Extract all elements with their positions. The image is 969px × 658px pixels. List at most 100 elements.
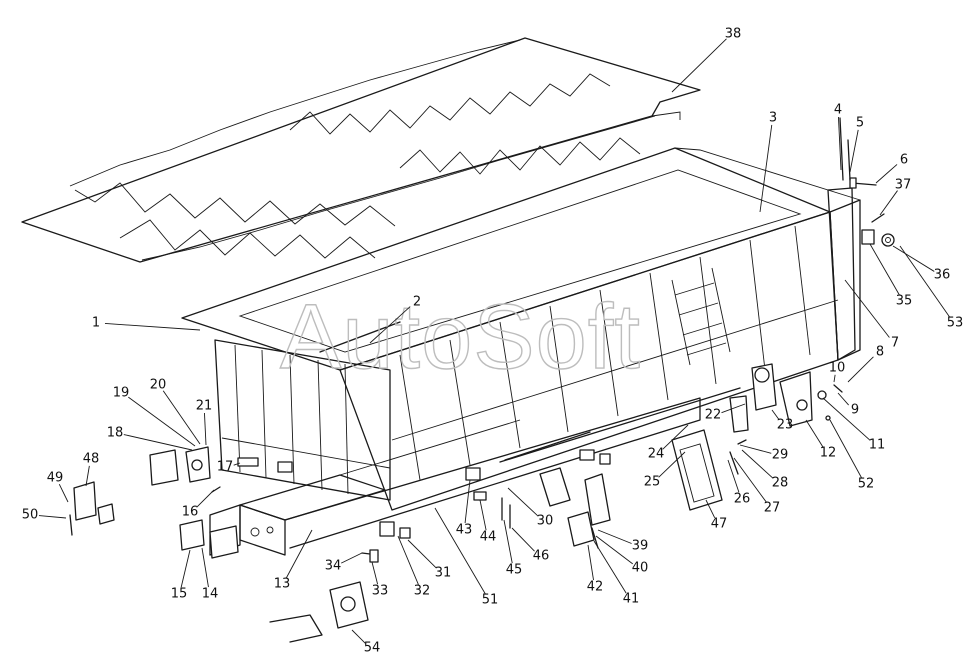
leader-line-10 xyxy=(833,374,836,383)
leader-line-40 xyxy=(595,535,633,565)
leader-line-34 xyxy=(341,552,363,564)
part-label-39: 39 xyxy=(632,539,649,554)
leader-line-6 xyxy=(875,164,898,184)
leader-line-11 xyxy=(822,397,871,441)
leader-line-25 xyxy=(658,451,686,478)
part-label-20: 20 xyxy=(150,378,167,393)
leader-line-41 xyxy=(593,540,627,594)
leader-line-48 xyxy=(85,465,90,487)
leader-line-19 xyxy=(128,396,196,447)
part-label-33: 33 xyxy=(372,584,389,599)
leader-line-28 xyxy=(741,449,774,479)
leader-line-22 xyxy=(721,403,746,414)
leader-line-21 xyxy=(204,412,207,446)
leader-line-39 xyxy=(597,529,632,544)
leader-line-42 xyxy=(587,544,594,581)
leader-line-31 xyxy=(407,539,437,569)
leader-line-30 xyxy=(507,487,539,517)
part-label-47: 47 xyxy=(711,517,728,532)
leader-line-23 xyxy=(771,409,780,420)
part-label-36: 36 xyxy=(934,268,951,283)
leader-line-5 xyxy=(849,129,859,173)
small-parts xyxy=(69,117,895,643)
leader-line-36 xyxy=(892,245,935,272)
leader-line-38 xyxy=(671,38,727,93)
part-label-54: 54 xyxy=(364,641,381,656)
dump-body xyxy=(181,147,861,511)
leader-line-45 xyxy=(503,519,513,564)
part-label-41: 41 xyxy=(623,592,640,607)
part-label-45: 45 xyxy=(506,563,523,578)
leader-line-53 xyxy=(899,245,951,318)
part-label-8: 8 xyxy=(876,345,884,360)
leader-line-8 xyxy=(847,356,874,383)
part-label-25: 25 xyxy=(644,475,661,490)
part-label-52: 52 xyxy=(858,477,875,492)
leader-line-15 xyxy=(180,549,191,588)
leader-line-27 xyxy=(733,457,767,503)
leader-line-46 xyxy=(511,527,535,552)
part-label-27: 27 xyxy=(764,501,781,516)
part-label-32: 32 xyxy=(414,584,431,599)
part-label-16: 16 xyxy=(182,505,199,520)
leader-line-29 xyxy=(739,444,772,454)
leader-line-2 xyxy=(369,306,411,344)
part-label-1: 1 xyxy=(92,316,100,331)
part-label-40: 40 xyxy=(632,561,649,576)
leader-line-44 xyxy=(479,499,487,531)
part-label-6: 6 xyxy=(900,153,908,168)
leader-line-43 xyxy=(464,479,471,524)
part-label-26: 26 xyxy=(734,492,751,507)
part-label-21: 21 xyxy=(196,399,213,414)
leader-line-50 xyxy=(38,515,67,519)
part-label-9: 9 xyxy=(851,403,859,418)
part-label-22: 22 xyxy=(705,408,722,423)
leader-line-54 xyxy=(351,629,366,644)
leader-line-9 xyxy=(837,392,849,406)
part-label-10: 10 xyxy=(829,361,846,376)
part-label-49: 49 xyxy=(47,471,64,486)
leader-lines xyxy=(38,38,951,644)
leader-line-49 xyxy=(58,483,69,503)
leader-line-7 xyxy=(844,279,890,338)
part-label-24: 24 xyxy=(648,447,665,462)
part-label-51: 51 xyxy=(482,593,499,608)
part-label-5: 5 xyxy=(856,116,864,131)
part-label-2: 2 xyxy=(413,295,421,310)
leader-line-12 xyxy=(805,419,824,448)
part-label-14: 14 xyxy=(202,587,219,602)
part-label-13: 13 xyxy=(274,577,291,592)
part-labels: 1234567891011121314151617181920212223242… xyxy=(22,27,964,656)
leader-line-17 xyxy=(233,462,241,466)
part-label-17: 17 xyxy=(217,460,234,475)
part-label-53: 53 xyxy=(947,316,964,331)
watermark-text: AutoSoft xyxy=(280,286,641,388)
part-label-23: 23 xyxy=(777,418,794,433)
part-label-28: 28 xyxy=(772,476,789,491)
leader-line-32 xyxy=(397,535,419,585)
part-label-11: 11 xyxy=(869,438,886,453)
part-label-34: 34 xyxy=(325,559,342,574)
part-label-29: 29 xyxy=(772,448,789,463)
part-label-12: 12 xyxy=(820,446,837,461)
part-label-46: 46 xyxy=(533,549,550,564)
part-label-7: 7 xyxy=(891,336,899,351)
part-label-19: 19 xyxy=(113,386,130,401)
part-label-38: 38 xyxy=(725,27,742,42)
leader-line-1 xyxy=(104,323,201,331)
leader-line-24 xyxy=(662,424,689,450)
leader-line-33 xyxy=(371,561,379,585)
part-label-31: 31 xyxy=(435,566,452,581)
part-label-3: 3 xyxy=(769,111,777,126)
leader-line-20 xyxy=(162,390,201,445)
part-label-37: 37 xyxy=(895,178,912,193)
part-label-35: 35 xyxy=(896,294,913,309)
part-label-43: 43 xyxy=(456,523,473,538)
leader-line-26 xyxy=(727,459,740,493)
leader-line-18 xyxy=(123,434,193,451)
leader-line-16 xyxy=(196,489,215,508)
part-label-4: 4 xyxy=(834,103,842,118)
tarpaulin-cover xyxy=(21,37,701,263)
